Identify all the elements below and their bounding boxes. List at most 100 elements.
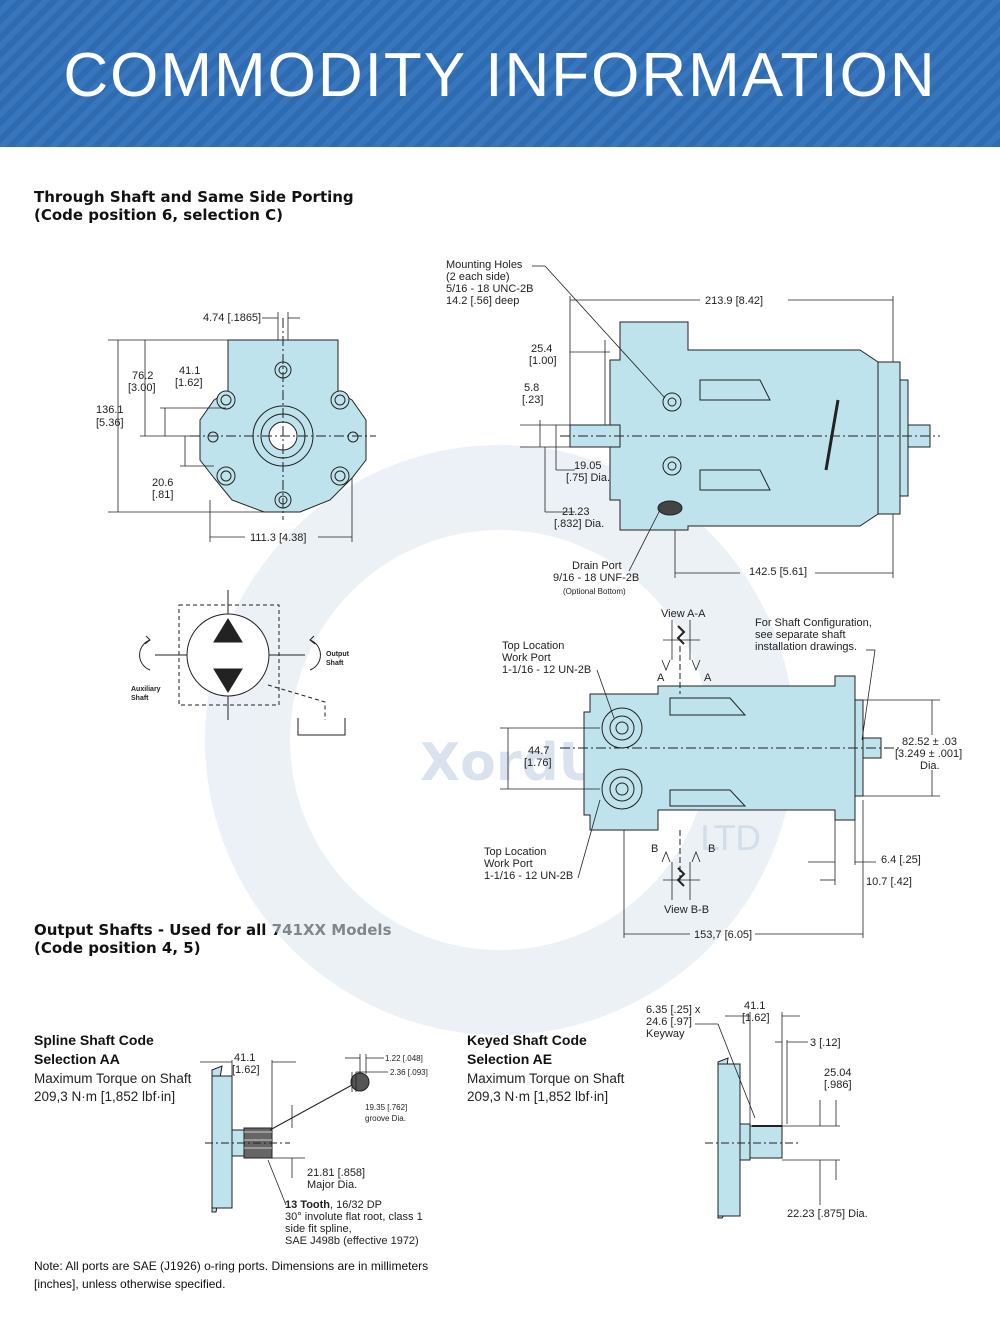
dim-58-line2: [.23] bbox=[522, 394, 543, 406]
dim-8252-line3: Dia. bbox=[920, 760, 940, 772]
dim-2139-label: 213.9 [8.42] bbox=[705, 295, 763, 307]
bottom-port-line1: Top Location bbox=[484, 846, 546, 858]
schematic-output-line2: Shaft bbox=[326, 660, 344, 667]
dim-1425-label: 142.5 [5.61] bbox=[749, 566, 807, 578]
dim-107-label: 10.7 [.42] bbox=[866, 876, 912, 888]
top-port-line3: 1-1/16 - 12 UN-2B bbox=[502, 664, 591, 676]
keyed-dim-2504-line2: [.986] bbox=[824, 1079, 852, 1091]
pump-front-view bbox=[190, 318, 376, 520]
dim-206-line2: [.81] bbox=[152, 489, 173, 501]
dim-8252-line1: 82.52 ± .03 bbox=[902, 736, 957, 748]
shaft-config-line1: For Shaft Configuration, bbox=[755, 617, 872, 629]
watermark bbox=[205, 445, 795, 1035]
dim-1905-line2: [.75] Dia. bbox=[566, 472, 610, 484]
dim-2123-line2: [.832] Dia. bbox=[554, 518, 604, 530]
top-port-line1: Top Location bbox=[502, 640, 564, 652]
view-bb-detail bbox=[661, 850, 701, 900]
keyed-dim-411-line1: 41.1 bbox=[744, 1000, 765, 1012]
keyed-dim-2223: 22.23 [.875] Dia. bbox=[787, 1208, 868, 1220]
mounting-holes-line4: 14.2 [.56] deep bbox=[446, 295, 519, 307]
bottom-port-line2: Work Port bbox=[484, 858, 533, 870]
keyway-line2: 24.6 [.97] bbox=[646, 1016, 692, 1028]
spline-tooth-count: 13 Tooth bbox=[285, 1199, 330, 1211]
dim-254-line2: [1.00] bbox=[529, 355, 557, 367]
dim-206-line1: 20.6 bbox=[152, 477, 173, 489]
spline-tooth-pitch: , 16/32 DP bbox=[330, 1199, 382, 1211]
view-bb-label: View B-B bbox=[664, 904, 709, 916]
dim-1537-label: 153,7 [6.05] bbox=[694, 929, 752, 941]
side-view-dimensions bbox=[520, 265, 894, 578]
view-bb-letter-left: B bbox=[651, 843, 658, 855]
front-view-dimensions bbox=[108, 312, 353, 542]
spline-tooth-line3: side fit spline, bbox=[285, 1223, 352, 1235]
dim-64-label: 6.4 [.25] bbox=[881, 854, 921, 866]
spline-title-line1: Spline Shaft Code bbox=[34, 1032, 154, 1048]
shaft-config-line3: installation drawings. bbox=[755, 641, 857, 653]
keyed-dimensions bbox=[695, 1012, 840, 1205]
dim-2123-line1: 21.23 bbox=[562, 506, 590, 518]
spline-tooth-line4: SAE J498b (effective 1972) bbox=[285, 1235, 419, 1247]
dim-8252-line2: [3.249 ± .001] bbox=[895, 748, 962, 760]
bottom-port-line3: 1-1/16 - 12 UN-2B bbox=[484, 870, 573, 882]
dim-58-line1: 5.8 bbox=[524, 382, 539, 394]
pump-top-view bbox=[560, 646, 900, 880]
view-aa-detail bbox=[661, 620, 701, 672]
spline-tooth-line1: 13 Tooth, 16/32 DP bbox=[285, 1199, 382, 1211]
hydraulic-schematic bbox=[139, 590, 346, 736]
view-aa-letter-left: A bbox=[657, 672, 665, 684]
dim-254-line1: 25.4 bbox=[531, 343, 552, 355]
watermark-sub: LTD bbox=[700, 819, 761, 859]
top-port-line2: Work Port bbox=[502, 652, 551, 664]
spline-shaft-drawing bbox=[205, 1065, 370, 1213]
spline-desc-line1: Maximum Torque on Shaft bbox=[34, 1071, 192, 1086]
mounting-holes-line3: 5/16 - 18 UNC-2B bbox=[446, 283, 533, 295]
pump-side-view bbox=[560, 321, 940, 531]
dim-762-line1: 76.2 bbox=[132, 370, 153, 382]
keyway-line1: 6.35 [.25] x bbox=[646, 1004, 701, 1016]
drain-port-line1: Drain Port bbox=[572, 560, 622, 572]
dim-1361-line1: 136.1 bbox=[96, 404, 124, 416]
spline-dim-122: 1.22 [.048] bbox=[385, 1054, 423, 1063]
section2-subtitle: (Code position 4, 5) bbox=[34, 939, 201, 957]
dim-1361-line2: [5.36] bbox=[96, 417, 124, 429]
keyway-line3: Keyway bbox=[646, 1028, 685, 1040]
note-line1: Note: All ports are SAE (J1926) o-ring p… bbox=[34, 1259, 429, 1273]
note-line2: [inches], unless otherwise specified. bbox=[34, 1277, 226, 1291]
header-banner: COMMODITY INFORMATION bbox=[0, 0, 1000, 147]
spline-groove-line1: 19.35 [.762] bbox=[365, 1103, 407, 1112]
section1-title: Through Shaft and Same Side Porting bbox=[34, 188, 354, 206]
spline-dim-411-line2: [1.62] bbox=[232, 1064, 260, 1076]
view-bb-letter-right: B bbox=[708, 843, 715, 855]
spline-groove-line2: groove Dia. bbox=[365, 1114, 406, 1123]
keyed-desc-line2: 209,3 N·m [1,852 lbf·in] bbox=[467, 1089, 609, 1104]
dim-1113-label: 111.3 [4.38] bbox=[250, 532, 306, 544]
mounting-holes-line1: Mounting Holes bbox=[446, 259, 523, 271]
schematic-output-line1: Output bbox=[326, 651, 350, 658]
top-view-dimensions bbox=[500, 649, 940, 938]
spline-dim-236: 2.36 [.093] bbox=[390, 1068, 428, 1077]
spline-desc-line2: 209,3 N·m [1,852 lbf·in] bbox=[34, 1089, 176, 1104]
drain-port-line3: (Optional Bottom) bbox=[563, 587, 626, 596]
dim-447-line1: 44.7 bbox=[528, 745, 549, 757]
schematic-aux-line2: Shaft bbox=[131, 695, 149, 702]
shaft-config-line2: see separate shaft bbox=[755, 629, 846, 641]
dim-slot-label: 4.74 [.1865] bbox=[203, 312, 261, 324]
keyed-title-line1: Keyed Shaft Code bbox=[467, 1032, 587, 1048]
dim-447-line2: [1.76] bbox=[524, 757, 552, 769]
drain-port-line2: 9/16 - 18 UNF-2B bbox=[553, 572, 639, 584]
keyed-dim-3: 3 [.12] bbox=[810, 1037, 841, 1049]
keyed-title-line2: Selection AE bbox=[467, 1051, 553, 1067]
dim-411-line1: 41.1 bbox=[179, 365, 200, 377]
keyed-dim-2504-line1: 25.04 bbox=[824, 1067, 852, 1079]
dim-411-line2: [1.62] bbox=[175, 377, 203, 389]
schematic-aux-line1: Auxiliary bbox=[131, 686, 161, 693]
banner-title: COMMODITY INFORMATION bbox=[63, 41, 937, 110]
spline-tooth-line2: 30° involute flat root, class 1 bbox=[285, 1211, 423, 1223]
keyed-dim-411-line2: [1.62] bbox=[742, 1012, 770, 1024]
spline-dim-411-line1: 41.1 bbox=[234, 1052, 255, 1064]
view-aa-letter-right: A bbox=[704, 672, 712, 684]
spline-title-line2: Selection AA bbox=[34, 1051, 120, 1067]
keyed-shaft-drawing bbox=[705, 1057, 800, 1219]
section1-subtitle: (Code position 6, selection C) bbox=[34, 206, 283, 224]
